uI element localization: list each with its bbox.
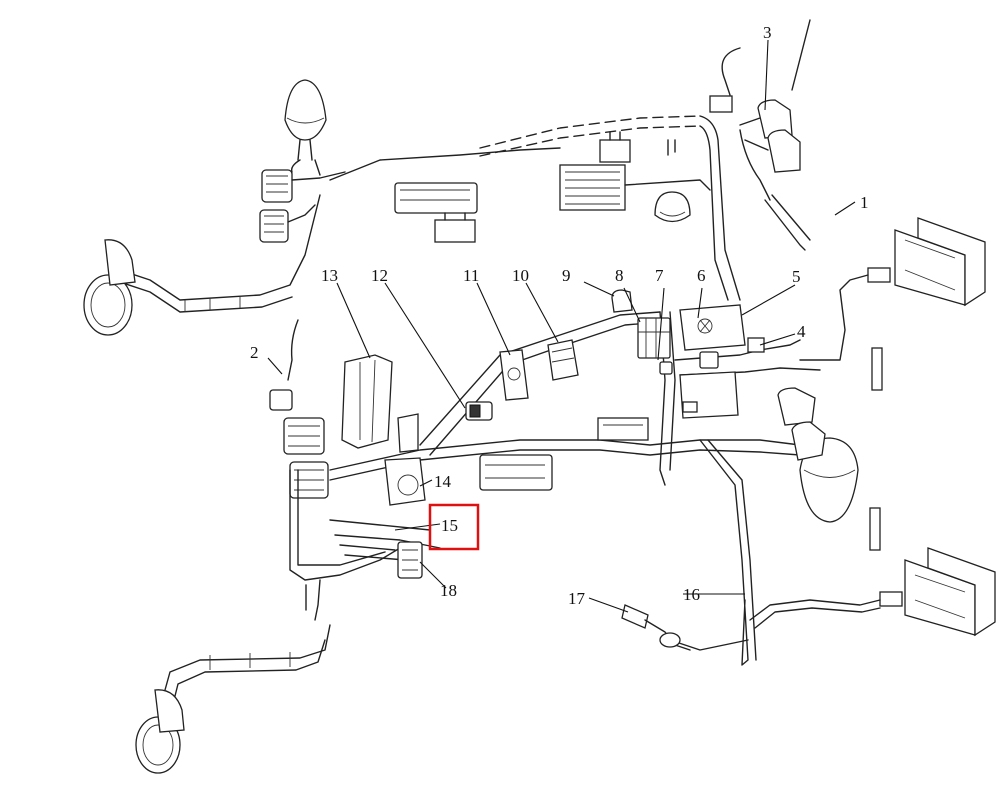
callout-6: 6	[697, 266, 706, 285]
callout-10: 10	[512, 266, 529, 285]
top-harness	[329, 115, 741, 301]
rear-lamp	[777, 387, 859, 523]
callout-7: 7	[655, 266, 664, 285]
highlight-box-15	[428, 503, 480, 551]
left-centre-components	[341, 339, 649, 506]
upper-left-assembly	[83, 79, 346, 336]
callout-18: 18	[440, 581, 457, 600]
right-brackets	[869, 347, 883, 551]
leader-lines	[267, 39, 856, 613]
callout-9: 9	[562, 266, 571, 285]
callout-3: 3	[763, 23, 772, 42]
centre-components	[611, 289, 765, 419]
callout-1: 1	[860, 193, 869, 212]
callouts: 1 2 3 4 5 6 7 8 9 10 11 12 13 14 15 16 1…	[250, 23, 869, 608]
callout-12: 12	[371, 266, 388, 285]
callout-15: 15	[441, 516, 458, 535]
left-cluster	[269, 319, 441, 621]
callout-17: 17	[568, 589, 586, 608]
callout-2: 2	[250, 343, 259, 362]
lower-left-assembly	[135, 624, 331, 774]
callout-16: 16	[683, 585, 700, 604]
right-lamp-lower	[879, 547, 996, 637]
sensor-17	[621, 604, 691, 651]
callout-8: 8	[615, 266, 624, 285]
callout-5: 5	[792, 267, 801, 286]
callout-13: 13	[321, 266, 338, 285]
callout-14: 14	[434, 472, 452, 491]
callout-11: 11	[463, 266, 479, 285]
right-lamp-upper	[799, 217, 986, 361]
callout-4: 4	[797, 322, 806, 341]
upper-right-assembly	[709, 19, 811, 251]
